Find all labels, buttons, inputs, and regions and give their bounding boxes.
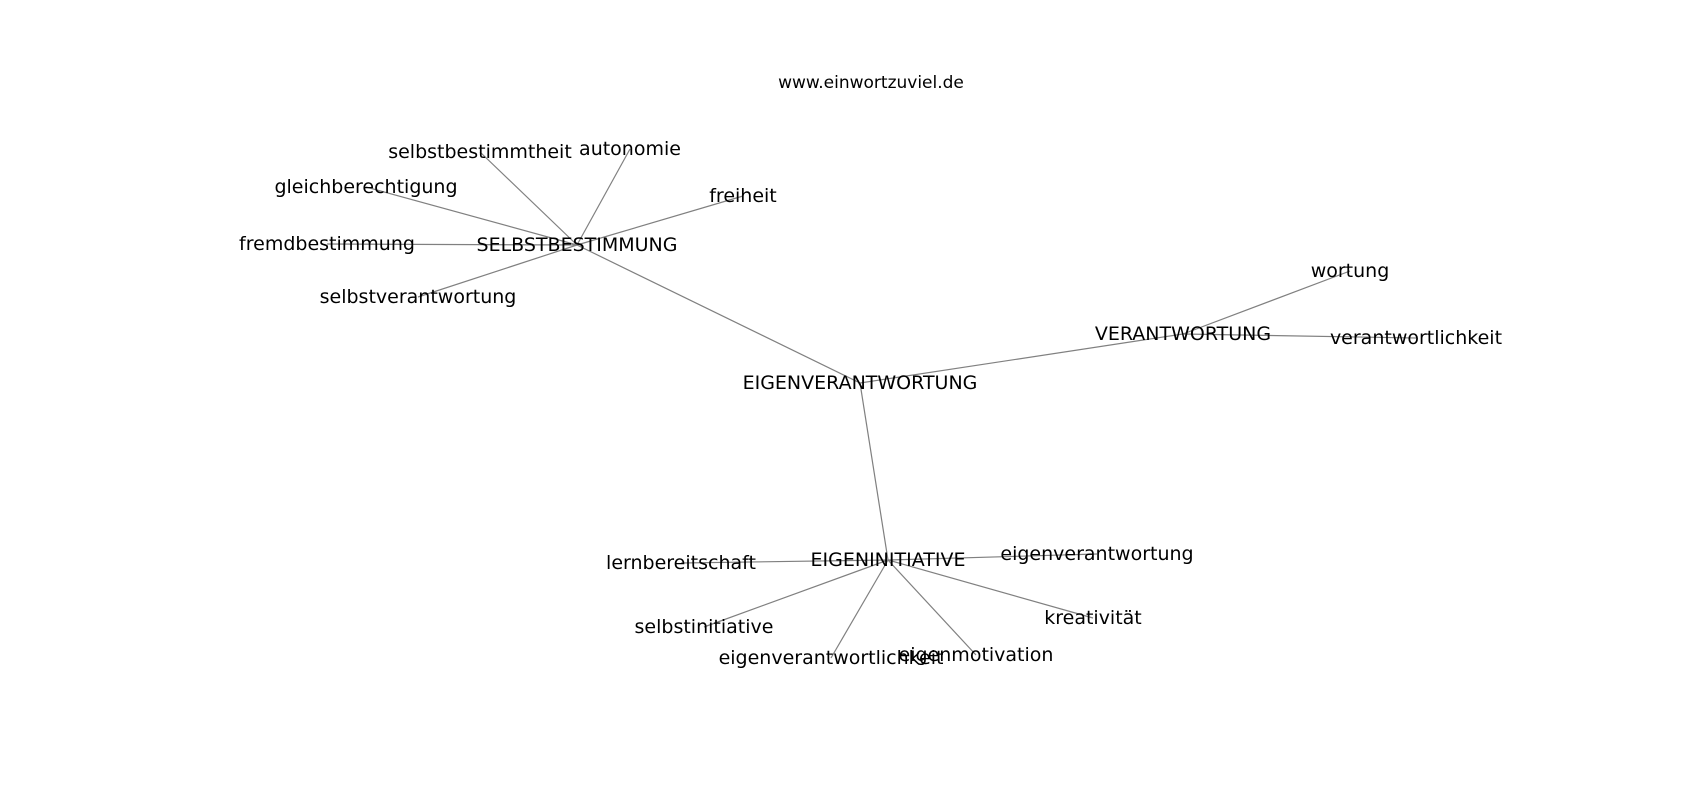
node-label-eigenverantwortung_leaf: eigenverantwortung	[1000, 543, 1193, 565]
node-label-lernbereitschaft: lernbereitschaft	[606, 552, 756, 574]
edge-eigeninitiative-eigenverantwortung_leaf	[887, 553, 1098, 561]
node-label-verantwortung: VERANTWORTUNG	[1095, 323, 1271, 345]
node-label-autonomie: autonomie	[579, 138, 681, 160]
edge-eigeninitiative-kreativitaet	[887, 559, 1094, 619]
node-label-freiheit: freiheit	[709, 185, 777, 207]
node-label-eigeninitiative: EIGENINITIATIVE	[811, 549, 966, 571]
node-label-gleichberechtigung: gleichberechtigung	[274, 176, 457, 198]
node-label-kreativitaet: kreativität	[1044, 607, 1142, 629]
edge-eigenverantwortung_hub-verantwortung	[859, 333, 1184, 384]
edge-verantwortung-verantwortlichkeit	[1182, 333, 1417, 339]
node-label-selbstbestimmtheit: selbstbestimmtheit	[388, 141, 572, 163]
node-label-layer: EIGENVERANTWORTUNG SELBSTBESTIMMUNG VERANT…	[239, 138, 1502, 669]
edge-selbstbestimmung-selbstbestimmtheit	[479, 151, 578, 246]
edge-eigeninitiative-eigenmotivation	[887, 559, 977, 656]
node-label-selbstbestimmung: SELBSTBESTIMMUNG	[477, 234, 678, 256]
node-label-eigenverantwortlichkeit: eigenverantwortlichkeit	[719, 647, 944, 669]
edge-selbstbestimmung-autonomie	[576, 148, 631, 246]
edge-layer	[326, 148, 1417, 659]
edge-selbstbestimmung-gleichberechtigung	[365, 186, 578, 246]
node-label-selbstinitiative: selbstinitiative	[635, 616, 774, 638]
edge-eigeninitiative-lernbereitschaft	[680, 559, 889, 564]
edge-eigenverantwortung_hub-selbstbestimmung	[576, 244, 861, 384]
edge-verantwortung-wortung	[1182, 270, 1351, 335]
node-label-verantwortlichkeit: verantwortlichkeit	[1330, 327, 1502, 349]
edge-selbstbestimmung-freiheit	[576, 195, 744, 246]
edge-selbstbestimmung-selbstverantwortung	[417, 244, 578, 298]
node-label-wortung: wortung	[1311, 260, 1390, 282]
node-label-eigenmotivation: eigenmotivation	[899, 644, 1054, 666]
node-label-selbstverantwortung: selbstverantwortung	[320, 286, 517, 308]
node-label-eigenverantwortung_hub: EIGENVERANTWORTUNG	[743, 372, 978, 394]
edge-eigeninitiative-eigenverantwortlichkeit	[830, 559, 889, 659]
edge-selbstbestimmung-fremdbestimmung	[326, 243, 578, 246]
source-watermark: www.einwortzuviel.de	[778, 73, 964, 93]
edge-eigenverantwortung_hub-eigeninitiative	[859, 382, 889, 561]
node-label-fremdbestimmung: fremdbestimmung	[239, 233, 415, 255]
edge-eigeninitiative-selbstinitiative	[703, 559, 889, 628]
